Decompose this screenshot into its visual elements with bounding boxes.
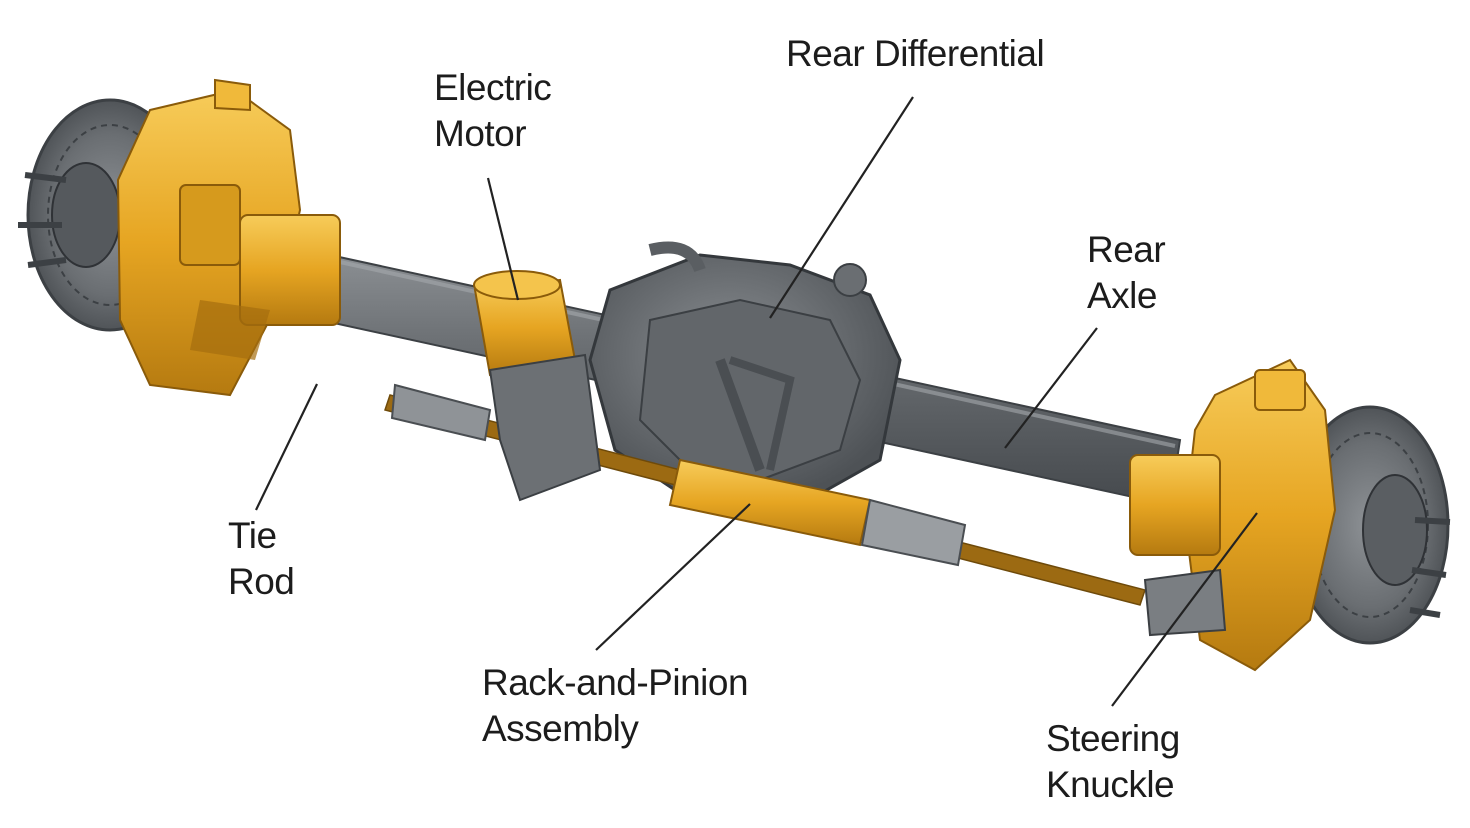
label-rear-differential-line1: Rear Differential [786,33,1045,74]
leader-tie-rod [255,383,318,511]
label-steering-knuckle: Steering Knuckle [1046,716,1180,808]
leader-rack-and-pinion [595,503,751,651]
leader-lines [255,96,1258,707]
left-steering-knuckle [116,78,341,397]
label-rear-differential: Rear Differential [786,31,1045,77]
label-tie-rod-line1: Tie [228,515,277,556]
label-tie-rod: Tie Rod [228,513,295,605]
label-electric-motor-line1: Electric [434,67,552,108]
label-rear-axle-line1: Rear [1087,229,1166,270]
differential-housing [588,241,902,507]
leader-steering-knuckle [1111,512,1258,707]
label-rack-line1: Rack-and-Pinion [482,662,749,703]
label-rack-and-pinion: Rack-and-Pinion Assembly [482,660,749,752]
label-knuckle-line1: Steering [1046,718,1180,759]
label-electric-motor: Electric Motor [434,65,552,157]
label-rear-axle: Rear Axle [1087,227,1166,319]
label-rack-line2: Assembly [482,708,639,749]
leader-rear-axle [1004,327,1098,449]
label-rear-axle-line2: Axle [1087,275,1157,316]
right-steering-knuckle [1129,358,1337,672]
label-electric-motor-line2: Motor [434,113,527,154]
electric-motor [473,270,602,502]
leader-electric-motor [486,177,520,301]
leader-rear-differential [769,96,914,319]
label-tie-rod-line2: Rod [228,561,295,602]
label-knuckle-line2: Knuckle [1046,764,1175,805]
